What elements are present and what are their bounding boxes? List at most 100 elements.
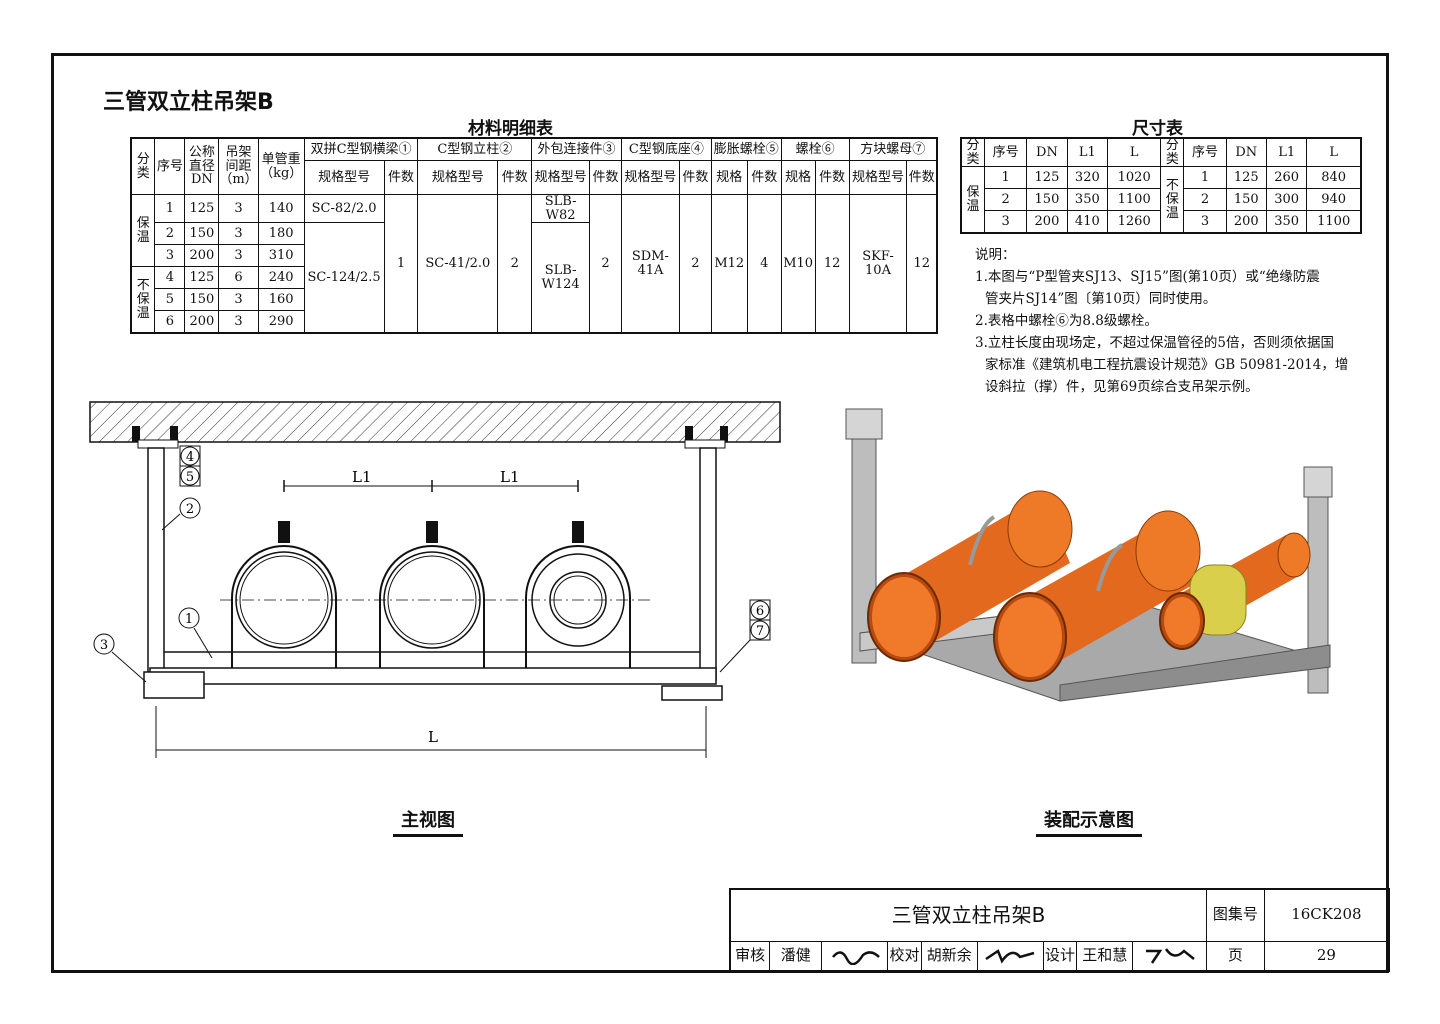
mt-bolt-qty: 12	[814, 194, 850, 334]
column-left	[147, 447, 165, 681]
mt-head-anchor: 膨胀螺栓⑤	[710, 137, 782, 161]
review-label: 审核	[729, 940, 771, 972]
mt-beam-spec-1: SC-82/2.0	[303, 193, 385, 224]
dt-cell: 125	[1225, 166, 1267, 190]
title-block-title: 三管双立柱吊架B	[729, 888, 1208, 942]
dt-cell: 3	[983, 210, 1028, 234]
mt-cell: 140	[257, 193, 305, 224]
dt-cell: 200	[1225, 210, 1267, 234]
dt-cell: 125	[1026, 166, 1068, 190]
pipe-2-3d	[993, 510, 1201, 682]
mt-head-qty: 件数	[906, 160, 938, 195]
callout-4: 4	[186, 450, 194, 465]
pipe-3-3d	[1159, 532, 1311, 650]
mt-head-spec: 规格型号	[417, 160, 499, 195]
dt-cell: 940	[1306, 188, 1362, 212]
note-line: 2.表格中螺栓⑥为8.8级螺栓。	[975, 313, 1158, 329]
mt-connector-spec-2: SLB-W124	[531, 222, 591, 334]
assembly-view-caption: 装配示意图	[1036, 806, 1142, 837]
design-label: 设计	[1042, 940, 1078, 972]
ceiling-slab	[89, 401, 781, 443]
mt-cell: 3	[154, 244, 186, 268]
mt-head-nut: 方块螺母⑦	[848, 137, 938, 161]
mt-beam-spec-2: SC-124/2.5	[303, 222, 385, 334]
check-label: 校对	[887, 940, 922, 972]
callout-7: 7	[756, 624, 764, 639]
reviewer-name: 潘健	[769, 940, 823, 972]
mt-cell: 160	[257, 288, 305, 312]
material-table: 分类 序号 公称直径DN 吊架间距（m） 单管重（kg） 双拼C型钢横梁① C型…	[130, 137, 938, 335]
notes: 说明： 1.本图与“P型管夹SJ13、SJ15”图(第10页）或“绝缘防震 管夹…	[975, 244, 1355, 398]
mt-cat-uninsulated: 不保温	[130, 266, 156, 334]
page-no: 29	[1263, 940, 1390, 972]
mt-cell: 3	[218, 244, 259, 268]
mt-cell: 240	[257, 266, 305, 290]
mt-head-spec: 规格型号	[303, 160, 385, 195]
mt-cell: 4	[154, 266, 186, 290]
dt-cell: 2	[1183, 188, 1227, 212]
dt-head: L	[1107, 137, 1162, 168]
column-right	[699, 447, 717, 681]
mt-head-qty: 件数	[746, 160, 782, 195]
dt-cell: 320	[1066, 166, 1109, 190]
dt-head: 序号	[1183, 137, 1227, 168]
note-line: 3.立柱长度由现场定，不超过保温管径的5倍，否则须依据国	[975, 335, 1334, 351]
dt-head: 序号	[983, 137, 1028, 168]
reviewer-signature	[821, 940, 889, 972]
mt-head-dn: 公称直径DN	[184, 137, 220, 195]
note-line: 家标准《建筑机电工程抗震设计规范》GB 50981-2014，增	[985, 357, 1349, 373]
dt-cell: 300	[1265, 188, 1308, 212]
mt-head-connector: 外包连接件③	[531, 137, 622, 161]
mt-head-column: C型钢立柱②	[417, 137, 533, 161]
dt-cell: 3	[1183, 210, 1227, 234]
mt-cell: 1	[154, 193, 186, 224]
beam-end-right	[661, 685, 723, 701]
dt-cat-insulated: 保温	[960, 166, 985, 234]
mt-head-spec: 规格型号	[848, 160, 908, 195]
dt-head: 分类	[1160, 137, 1185, 168]
callout-6: 6	[756, 604, 764, 619]
mt-bolt-spec: M10	[780, 194, 816, 334]
mt-anchor-spec: M12	[710, 194, 748, 334]
mt-cell: 3	[218, 222, 259, 246]
mt-cell: 6	[154, 310, 186, 334]
designer-name: 王和慧	[1076, 940, 1134, 972]
beam-end-left	[143, 671, 205, 699]
mt-column-qty: 2	[497, 194, 533, 334]
mt-head-qty: 件数	[814, 160, 850, 195]
mt-head-spec: 规格型号	[531, 160, 591, 195]
dt-cell: 1020	[1107, 166, 1162, 190]
dt-cell: 1100	[1107, 188, 1162, 212]
page-label: 页	[1206, 940, 1265, 972]
mt-cell: 290	[257, 310, 305, 334]
dim-l1-label: L1	[352, 468, 372, 486]
mt-nut-qty: 12	[906, 194, 938, 334]
mt-nut-spec: SKF-10A	[848, 194, 908, 334]
dt-cell: 1	[983, 166, 1028, 190]
mt-head-qty: 件数	[383, 160, 419, 195]
mt-head-spec-short: 规格	[710, 160, 748, 195]
mt-column-spec: SC-41/2.0	[417, 194, 499, 334]
note-line: 管夹片SJ14”图〔第10页）同时使用。	[985, 291, 1217, 307]
assembly-drawing	[845, 408, 1333, 702]
checker-signature	[976, 940, 1044, 972]
mt-head-spec-short: 规格	[780, 160, 816, 195]
mt-cell: 180	[257, 222, 305, 246]
atlas-label: 图集号	[1206, 888, 1265, 942]
mt-anchor-qty: 4	[746, 194, 782, 334]
mt-head-qty: 件数	[589, 160, 622, 195]
dt-cell: 350	[1265, 210, 1308, 234]
dt-cell: 2	[983, 188, 1028, 212]
callouts: 4 5 2 1 3 6 7	[93, 445, 771, 683]
mt-cell: 125	[184, 193, 220, 224]
dt-head: L1	[1066, 137, 1109, 168]
designer-signature	[1132, 940, 1208, 972]
front-view-caption: 主视图	[393, 806, 463, 837]
dt-cell: 1	[1183, 166, 1227, 190]
pipe-2	[379, 521, 485, 668]
dt-cell: 150	[1026, 188, 1068, 212]
mt-head-seq: 序号	[154, 137, 186, 195]
mt-cell: 310	[257, 244, 305, 268]
mt-cell: 2	[154, 222, 186, 246]
mt-cell: 200	[184, 310, 220, 334]
